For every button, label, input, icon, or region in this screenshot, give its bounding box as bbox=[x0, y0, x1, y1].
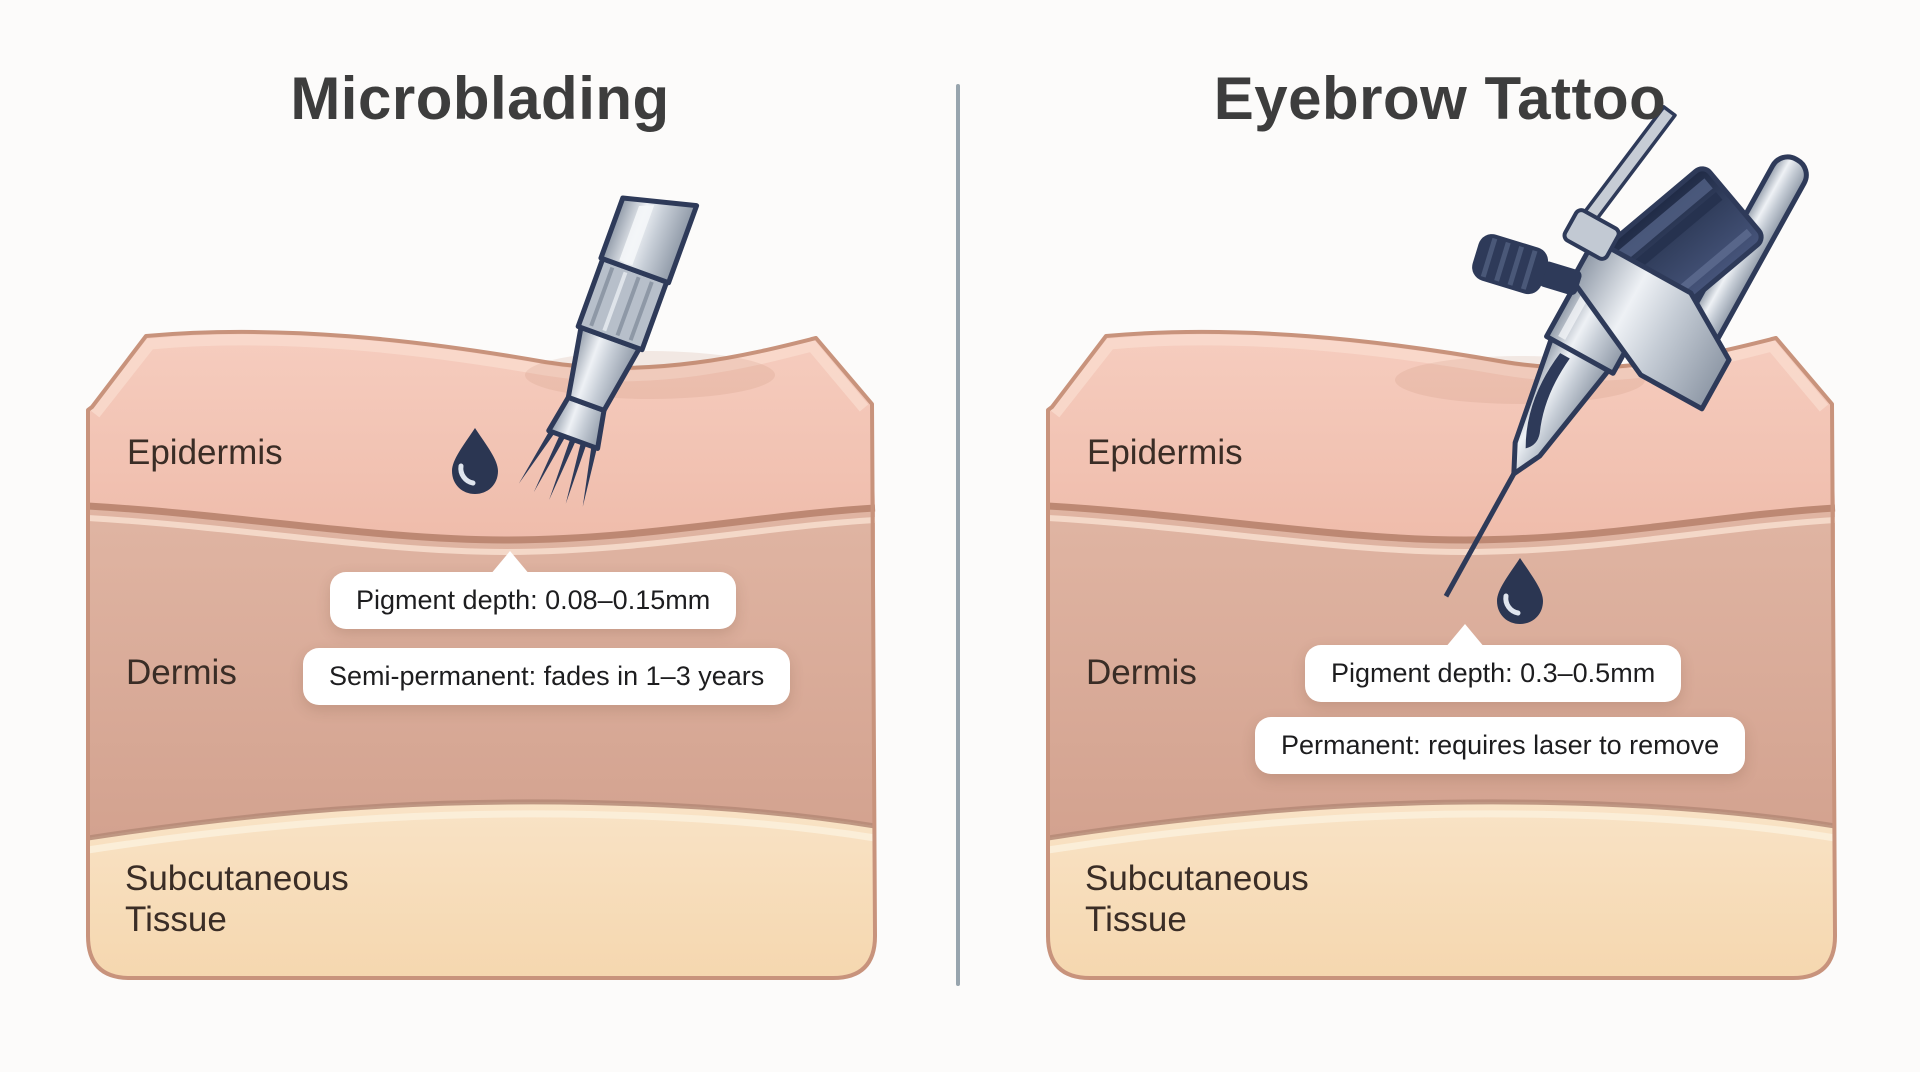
callout-pointer bbox=[1445, 624, 1485, 648]
adjustment-knob-icon bbox=[1472, 234, 1582, 296]
callout-pigment-depth: Pigment depth: 0.08–0.15mm bbox=[330, 551, 737, 629]
microblading-needles-icon bbox=[518, 429, 598, 507]
layer-label-epidermis: Epidermis bbox=[127, 433, 283, 472]
layer-label-dermis: Dermis bbox=[1086, 653, 1197, 692]
panel-eyebrow-tattoo: Eyebrow Tattoo Epidermis Dermis Subcutan… bbox=[960, 0, 1920, 1072]
callout-permanence-text: Semi-permanent: fades in 1–3 years bbox=[329, 661, 765, 691]
layer-label-subcutaneous: Subcutaneous Tissue bbox=[1085, 859, 1309, 940]
callout-pigment-depth-text: Pigment depth: 0.3–0.5mm bbox=[1331, 658, 1656, 688]
layer-label-subcutaneous: Subcutaneous Tissue bbox=[125, 859, 349, 940]
callout-pigment-depth-text: Pigment depth: 0.08–0.15mm bbox=[356, 585, 711, 615]
layer-label-dermis: Dermis bbox=[126, 653, 237, 692]
callout-permanence: Permanent: requires laser to remove bbox=[1255, 717, 1746, 774]
page-title-microblading: Microblading bbox=[290, 65, 670, 132]
tattoo-machine-icon bbox=[1443, 105, 1809, 624]
callout-pigment-depth: Pigment depth: 0.3–0.5mm bbox=[1305, 624, 1682, 702]
layer-label-epidermis: Epidermis bbox=[1087, 433, 1243, 472]
callout-permanence-text: Permanent: requires laser to remove bbox=[1281, 730, 1720, 760]
microblading-pen-icon bbox=[518, 195, 700, 507]
panel-divider bbox=[956, 84, 960, 986]
machine-collar-icon bbox=[1562, 208, 1621, 261]
panel-microblading: Microblading Epidermis Dermis Subcutaneo… bbox=[125, 65, 791, 940]
callout-pointer bbox=[490, 551, 530, 575]
page-title-eyebrow-tattoo: Eyebrow Tattoo bbox=[1213, 65, 1667, 132]
ink-drop-icon bbox=[452, 428, 498, 494]
callout-permanence: Semi-permanent: fades in 1–3 years bbox=[303, 648, 791, 705]
ink-drop-icon bbox=[1497, 558, 1543, 624]
